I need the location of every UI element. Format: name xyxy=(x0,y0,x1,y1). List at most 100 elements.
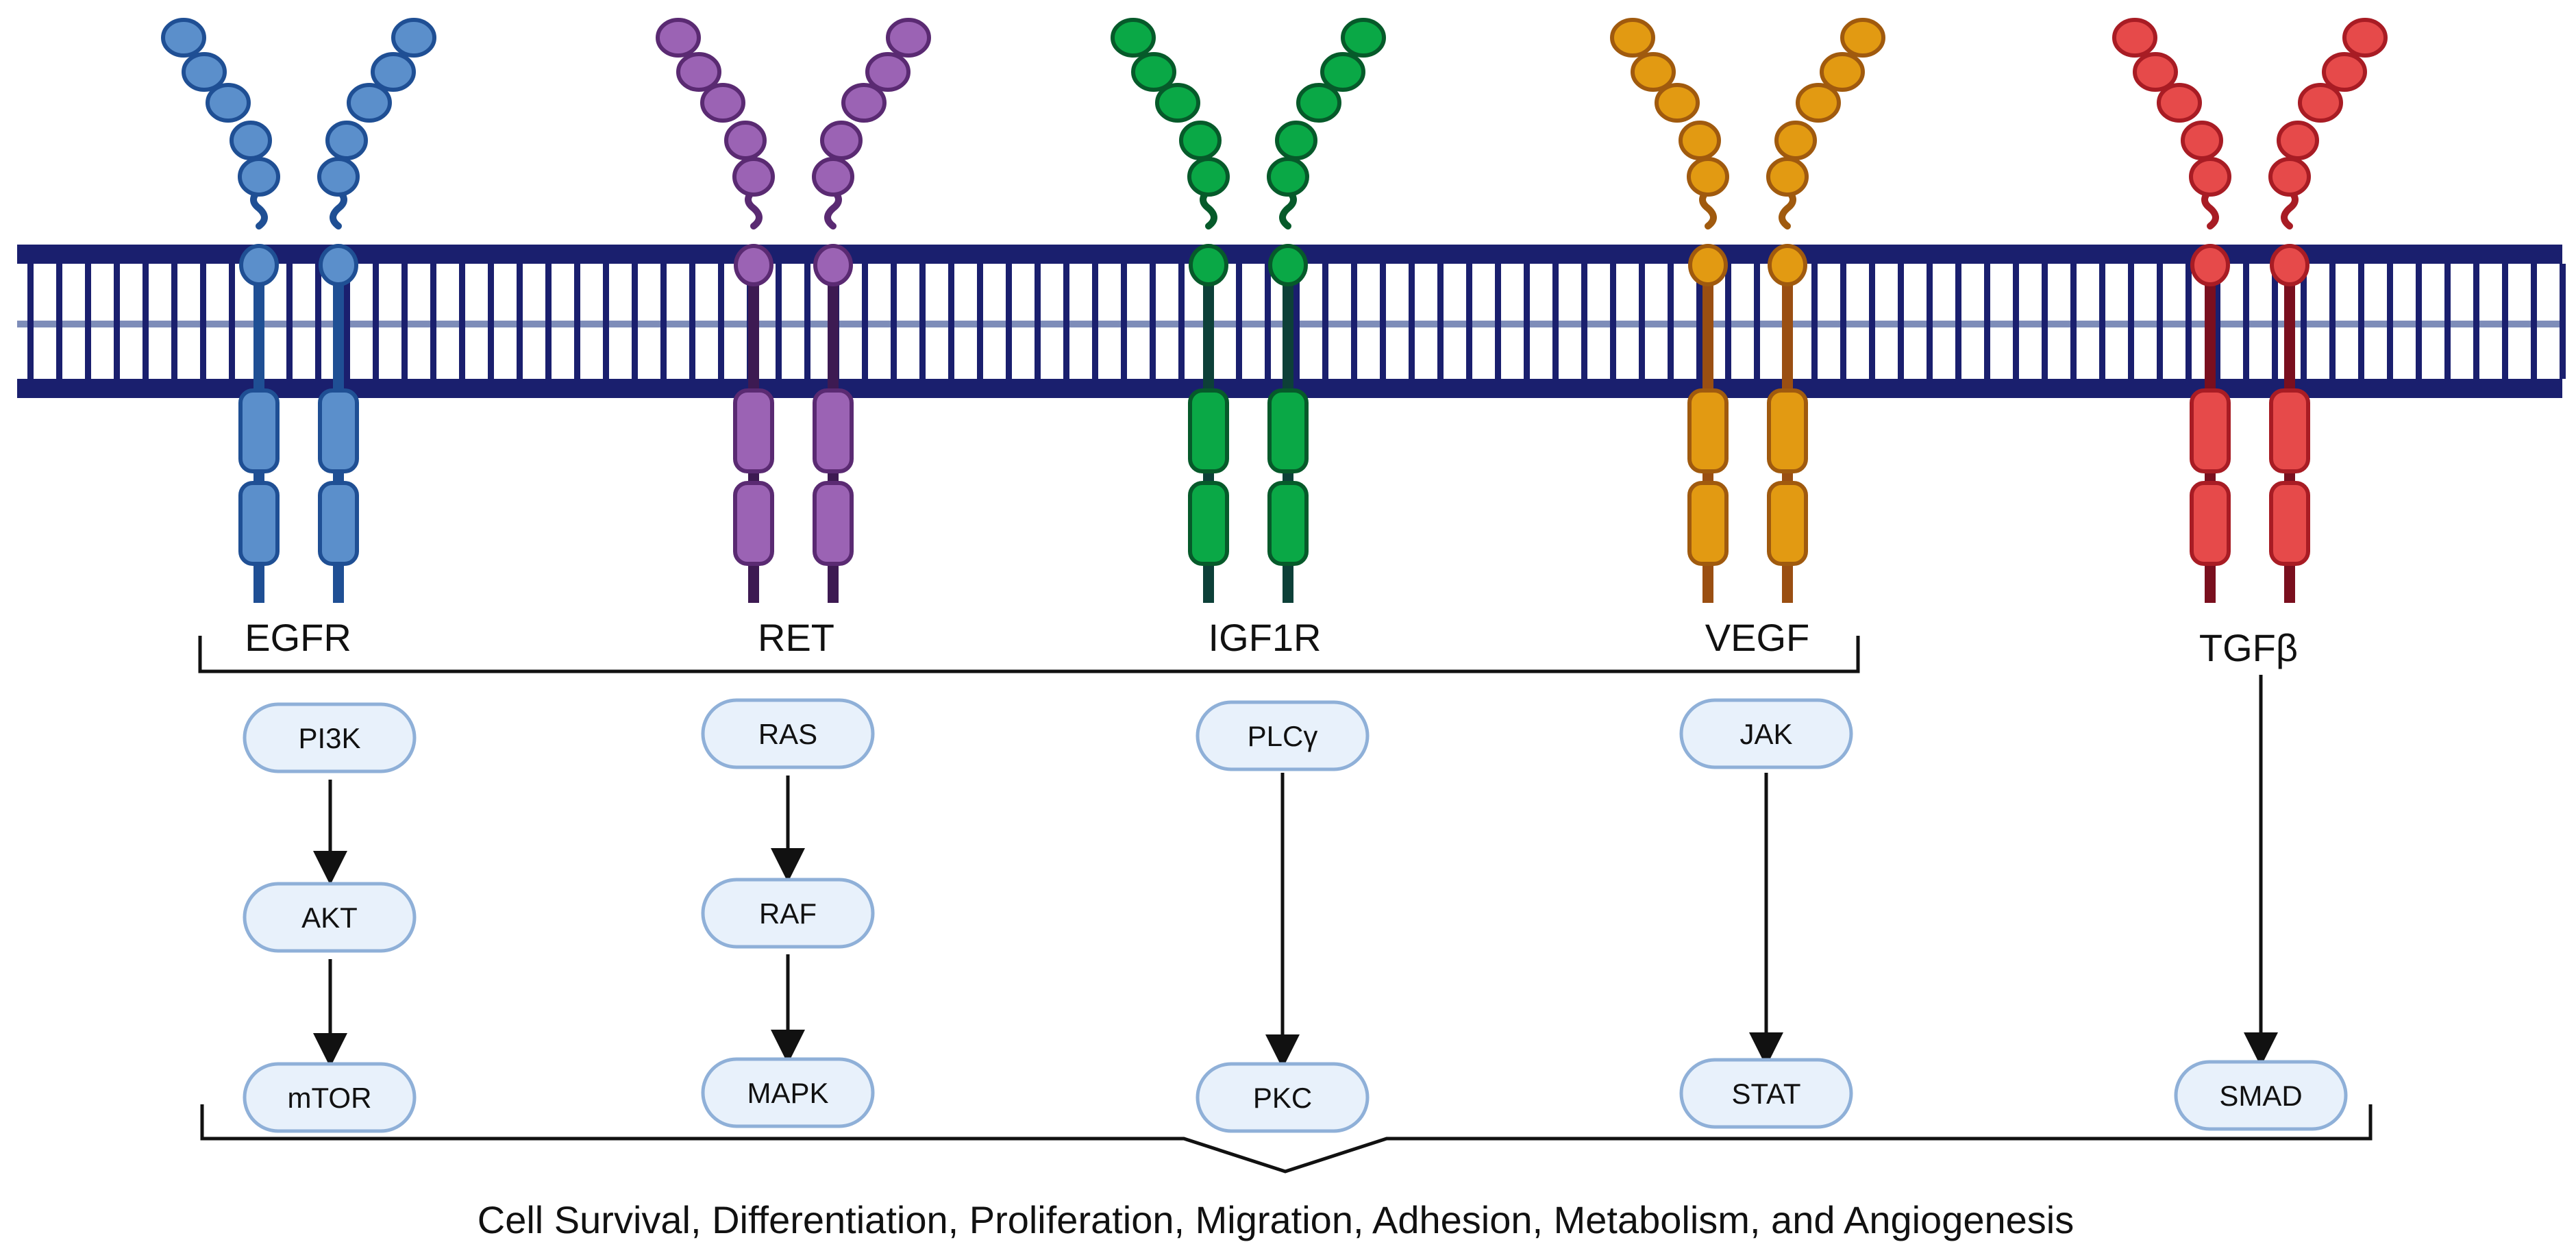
receptor-label-ret: RET xyxy=(758,616,834,659)
pathway-nodes: PI3K AKT mTOR RAS RAF MAPK xyxy=(243,698,2348,1133)
membrane-rung xyxy=(2444,264,2451,379)
membrane-rung xyxy=(603,264,609,379)
membrane-rung xyxy=(1035,264,1041,379)
outcome-text: Cell Survival, Differentiation, Prolifer… xyxy=(478,1198,2074,1241)
membrane-rung xyxy=(2042,264,2048,379)
receptor-monomer xyxy=(812,18,931,603)
membrane-rung xyxy=(1293,264,1300,379)
membrane-rung xyxy=(143,264,149,379)
receptor-igf1r xyxy=(1111,18,1386,603)
membrane-rung xyxy=(2387,264,2393,379)
node-stat: STAT xyxy=(1679,1058,1853,1129)
membrane-rung xyxy=(114,264,120,379)
membrane-rung xyxy=(632,264,638,379)
node-label-akt: AKT xyxy=(301,902,358,934)
receptor-monomer xyxy=(1610,18,1729,603)
node-label-smad: SMAD xyxy=(2219,1080,2302,1112)
membrane-rung xyxy=(200,264,206,379)
membrane-rung xyxy=(2214,264,2220,379)
node-akt: AKT xyxy=(243,882,417,953)
membrane-rung xyxy=(1178,264,1185,379)
membrane-rung xyxy=(1840,264,1846,379)
node-label-stat: STAT xyxy=(1731,1078,1800,1110)
membrane-rung xyxy=(1063,264,1069,379)
receptor-monomer xyxy=(2268,18,2388,603)
receptor-monomer xyxy=(1766,18,1885,603)
membrane-rung xyxy=(2272,264,2278,379)
node-mapk: MAPK xyxy=(701,1057,875,1128)
membrane-rung xyxy=(315,264,321,379)
membrane-rung xyxy=(401,264,408,379)
membrane-rung xyxy=(891,264,897,379)
membrane-rung xyxy=(919,264,926,379)
membrane-rung xyxy=(718,264,724,379)
membrane-rung xyxy=(430,264,436,379)
membrane-rung xyxy=(1380,264,1386,379)
membrane-rung xyxy=(1495,264,1501,379)
receptor-label-egfr: EGFR xyxy=(245,616,351,659)
node-label-ras: RAS xyxy=(758,718,817,750)
node-pkc: PKC xyxy=(1196,1062,1370,1133)
membrane-rung xyxy=(517,264,523,379)
node-label-mapk: MAPK xyxy=(747,1077,828,1109)
membrane-rung xyxy=(373,264,379,379)
node-raf: RAF xyxy=(701,878,875,949)
membrane-rung xyxy=(2531,264,2537,379)
membrane-rung xyxy=(1552,264,1559,379)
membrane-rung xyxy=(2301,264,2307,379)
membrane-rung xyxy=(1668,264,1674,379)
membrane-rung xyxy=(1265,264,1271,379)
membrane-rung xyxy=(2070,264,2077,379)
receptor-egfr xyxy=(161,18,436,603)
membrane-rung xyxy=(1121,264,1127,379)
outcome-brace xyxy=(200,1104,2373,1174)
node-plcg: PLCγ xyxy=(1196,700,1370,771)
membrane-rung xyxy=(229,264,235,379)
membrane-rung xyxy=(1696,264,1702,379)
membrane-rung xyxy=(660,264,667,379)
membrane-rung xyxy=(344,264,350,379)
membrane-rung xyxy=(85,264,91,379)
membrane-rung xyxy=(1409,264,1415,379)
membrane-rung xyxy=(977,264,983,379)
node-label-mtor: mTOR xyxy=(288,1082,372,1114)
membrane-rung xyxy=(2013,264,2019,379)
membrane-rung xyxy=(2473,264,2479,379)
membrane-rung xyxy=(1437,264,1444,379)
membrane-rung xyxy=(1639,264,1645,379)
membrane-rung xyxy=(574,264,580,379)
membrane-rung xyxy=(1754,264,1760,379)
membrane-rung xyxy=(2358,264,2364,379)
node-label-pkc: PKC xyxy=(1253,1082,1312,1114)
node-label-raf: RAF xyxy=(759,897,817,930)
membrane-rung xyxy=(1236,264,1242,379)
receptor-monomer xyxy=(1267,18,1386,603)
node-pi3k: PI3K xyxy=(243,702,417,773)
receptor-monomer xyxy=(1111,18,1230,603)
receptor-labels: EGFR RET IGF1R VEGF TGFβ xyxy=(245,616,2298,669)
membrane-rung xyxy=(1006,264,1012,379)
receptor-label-tgfb: TGFβ xyxy=(2199,626,2298,669)
receptor-label-vegf: VEGF xyxy=(1705,616,1809,659)
membrane-rung xyxy=(56,264,62,379)
node-label-pi3k: PI3K xyxy=(298,722,360,754)
membrane-rung xyxy=(1811,264,1818,379)
membrane-rung xyxy=(27,264,34,379)
membrane-rung xyxy=(2128,264,2134,379)
membrane-rung xyxy=(1524,264,1530,379)
membrane-rung xyxy=(2329,264,2336,379)
receptor-monomer xyxy=(161,18,280,603)
membrane-rung xyxy=(1092,264,1098,379)
membrane-rung xyxy=(488,264,494,379)
membrane-rung xyxy=(2560,264,2566,379)
node-jak: JAK xyxy=(1679,698,1853,769)
membrane-rung xyxy=(1351,264,1357,379)
membrane-rung xyxy=(2157,264,2163,379)
membrane-rung xyxy=(1955,264,1961,379)
membrane-rung xyxy=(689,264,695,379)
membrane-rung xyxy=(1927,264,1933,379)
membrane-rung xyxy=(1869,264,1875,379)
membrane-rung xyxy=(2502,264,2508,379)
